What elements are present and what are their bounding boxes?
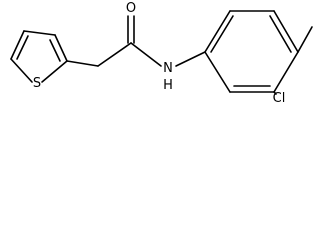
bond-c4-c5-double: [49, 39, 61, 62]
bond-chlorine: [273, 91, 277, 95]
benzene-ring: [204, 10, 299, 93]
bond-b1-b2-double: [210, 15, 234, 53]
bond-b1-b2: [204, 10, 231, 53]
bond-c5-s: [41, 60, 68, 83]
bond-c2-c3-double: [16, 35, 29, 60]
atom-label-oxygen: O: [126, 1, 136, 16]
atom-label-chlorine: Cl: [273, 91, 286, 104]
bond-b6-b1: [204, 51, 231, 93]
bond-c3-c4: [23, 30, 56, 36]
bond-b4-b5: [273, 51, 299, 93]
bond-methyl: [297, 26, 313, 53]
atom-label-nitrogen: N: [163, 61, 173, 76]
bond-b3-b4: [273, 10, 299, 53]
atom-label-sulfur: S: [33, 76, 41, 91]
atom-label-hydrogen: H: [163, 78, 173, 93]
acetamide-linker: [66, 15, 206, 67]
bond-carbonyl-n: [130, 42, 162, 67]
bond-c2-c3: [10, 30, 25, 60]
chemical-structure-diagram: S O N H Cl: [10, 1, 313, 104]
bond-s-c2: [10, 58, 33, 83]
thiophene-ring: [10, 30, 68, 83]
bond-ring-ch2: [66, 60, 99, 67]
bond-b3-b4-double: [269, 15, 292, 53]
bond-c4-c5: [54, 34, 68, 62]
bond-n-aryl: [175, 51, 206, 67]
bond-ch2-carbonyl: [97, 42, 132, 67]
